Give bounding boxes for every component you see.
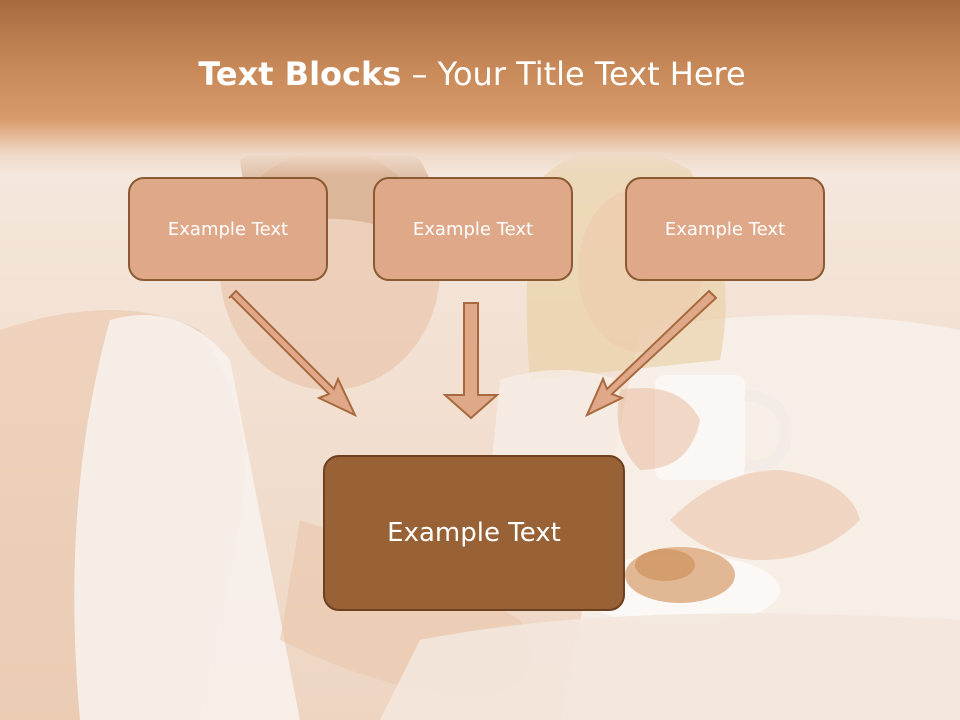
title-rest: Your Title Text Here <box>437 55 746 93</box>
text-block-1-label: Example Text <box>167 218 289 240</box>
text-block-main[interactable]: Example Text <box>323 455 625 611</box>
text-block-3[interactable]: Example Text <box>625 177 825 281</box>
text-block-main-label: Example Text <box>387 518 561 548</box>
title-bold: Text Blocks <box>198 55 402 93</box>
text-block-1[interactable]: Example Text <box>128 177 328 281</box>
text-block-2-label: Example Text <box>412 218 534 240</box>
text-block-2[interactable]: Example Text <box>373 177 573 281</box>
text-block-3-label: Example Text <box>664 218 786 240</box>
title-banner <box>0 0 960 175</box>
title-dash: – <box>401 55 438 93</box>
slide-title[interactable]: Text Blocks – Your Title Text Here <box>0 55 944 93</box>
